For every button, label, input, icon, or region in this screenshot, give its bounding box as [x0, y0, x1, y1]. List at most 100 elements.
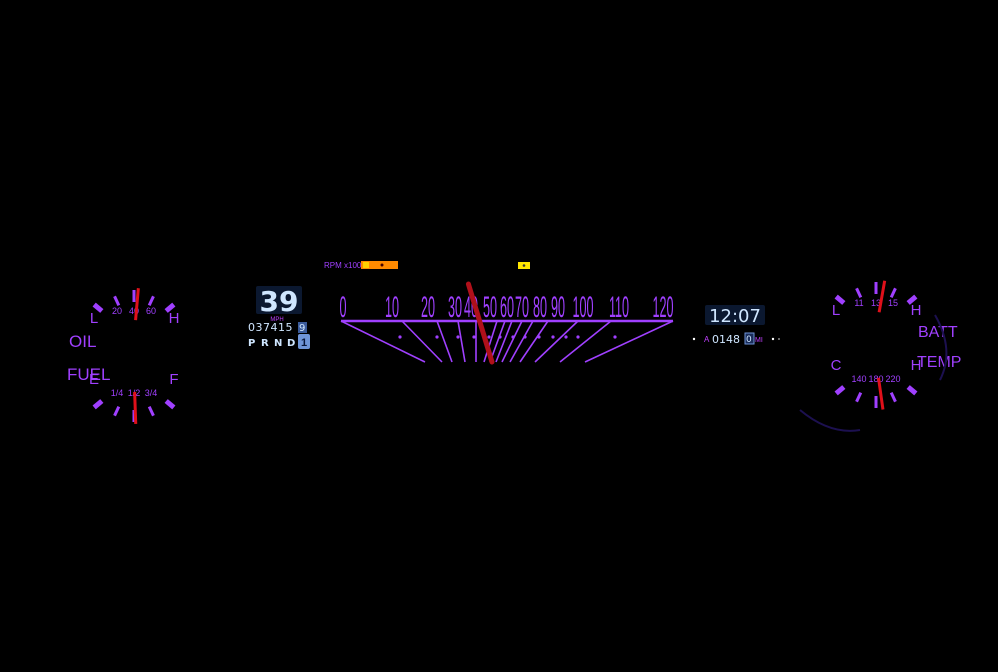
temp-tick-label: 180 — [868, 374, 883, 384]
speed-fan-line — [457, 320, 466, 363]
fuel-tick — [147, 405, 155, 417]
batt-tick — [889, 287, 897, 299]
batt-min-label: L — [832, 302, 840, 319]
speed-minor-dot — [537, 335, 541, 339]
digital-speed: 39 — [260, 285, 299, 318]
temp-max-label: H — [911, 357, 922, 374]
speed-minor-dot — [511, 335, 515, 339]
speed-bg — [256, 286, 302, 314]
speed-minor-dot — [498, 335, 502, 339]
trip-prefix: A — [704, 335, 710, 344]
speed-tick-label: 100 — [572, 290, 593, 324]
fuel-tick-label: 1/4 — [111, 388, 124, 398]
tach-bar — [361, 261, 398, 269]
temp-label: TEMP — [917, 354, 961, 371]
speed-tick-label: 80 — [533, 290, 547, 324]
batt-tick — [906, 294, 918, 305]
fuel-label: FUEL — [67, 365, 110, 384]
temp-tick-label: 140 — [851, 374, 866, 384]
speed-minor-dot — [472, 335, 476, 339]
trip-last-bg — [744, 332, 755, 345]
batt-label: BATT — [918, 324, 958, 341]
speed-unit: MPH — [270, 317, 283, 323]
speed-tick-label: 0 — [339, 290, 346, 324]
speed-fan-line — [436, 320, 453, 363]
batt-tick — [834, 294, 846, 305]
speed-tick-label: 90 — [551, 290, 565, 324]
speed-minor-dot — [456, 335, 460, 339]
gear-d: D — [287, 338, 295, 349]
trip-right-arrow-icon — [771, 337, 775, 341]
batt-tick-label: 15 — [888, 298, 898, 308]
oil-needle — [134, 288, 140, 321]
fuel-tick — [113, 405, 121, 417]
fuel-tick — [164, 399, 176, 410]
oil-tick-label: 20 — [112, 306, 122, 316]
temp-tick — [906, 385, 918, 396]
speed-tick-label: 30 — [448, 290, 462, 324]
gauge-bezel-right — [934, 314, 948, 381]
gauge-bezel — [799, 409, 861, 432]
speed-fan-line — [340, 320, 426, 363]
fuel-max-label: F — [169, 371, 178, 388]
trip-dot — [778, 338, 780, 340]
speed-minor-dot — [435, 335, 439, 339]
batt-tick-label: 11 — [854, 298, 863, 308]
clock: 12:07 — [709, 306, 761, 327]
speed-tick-label: 60 — [500, 290, 514, 324]
tach-label: RPM x1000 — [324, 261, 366, 270]
oil-tick — [113, 295, 121, 307]
trip-unit: MI — [755, 337, 763, 344]
tach-dot — [380, 263, 384, 267]
speed-fan-line — [559, 320, 612, 363]
speed-needle — [465, 281, 495, 365]
gear-p: P — [248, 338, 255, 349]
gear-current-bg — [298, 334, 310, 349]
speed-fan-line — [584, 320, 674, 363]
oil-tick — [164, 302, 176, 313]
oil-tick — [92, 302, 104, 313]
temp-tick — [889, 391, 897, 403]
temp-tick — [855, 391, 863, 403]
speed-fan-line — [501, 320, 523, 363]
odometer-last-bg — [298, 322, 307, 333]
odometer: 037415 — [248, 321, 293, 334]
oil-tick-label: 40 — [129, 306, 139, 316]
temp-needle — [877, 377, 885, 410]
oil-max-label: H — [169, 310, 180, 327]
speed-tick-label: 110 — [609, 290, 629, 324]
speed-tick-label: 120 — [652, 290, 673, 324]
trip-last-digit: 0 — [746, 335, 752, 345]
fuel-min-label: E — [89, 371, 99, 388]
oil-min-label: L — [90, 310, 98, 327]
batt-needle — [877, 280, 887, 313]
speed-fan-line — [483, 320, 498, 363]
gear-n: N — [274, 338, 282, 349]
speed-fan-line — [519, 320, 549, 363]
fuel-tick-label: 3/4 — [145, 388, 158, 398]
tach-bar-start — [363, 262, 369, 268]
speed-minor-dot — [564, 335, 568, 339]
oil-tick-label: 60 — [146, 306, 156, 316]
speed-minor-dot — [613, 335, 617, 339]
speed-fan-line — [534, 320, 579, 363]
indicator-dot — [522, 264, 526, 267]
speed-fan-line — [509, 320, 534, 363]
batt-max-label: H — [911, 302, 922, 319]
temp-tick — [834, 385, 846, 396]
temp-tick-label: 220 — [885, 374, 900, 384]
gear-r: R — [261, 338, 269, 349]
speed-fan-line — [495, 320, 513, 363]
temp-min-label: C — [831, 357, 842, 374]
speed-minor-dot — [576, 335, 580, 339]
fuel-tick — [92, 399, 104, 410]
odometer-last-digit: 9 — [299, 323, 305, 334]
fuel-needle — [133, 391, 138, 425]
speed-tick-label: 10 — [385, 290, 399, 324]
speed-minor-dot — [487, 335, 491, 339]
speed-minor-dot — [551, 335, 555, 339]
speed-tick-label: 20 — [421, 290, 435, 324]
